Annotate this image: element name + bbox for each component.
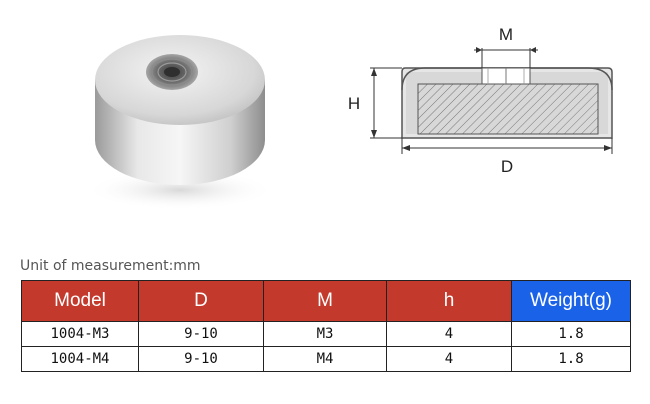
- cell-m: M4: [263, 346, 387, 372]
- cell-d: 9-10: [138, 346, 264, 372]
- cell-model: 1004-M4: [21, 346, 139, 372]
- m-dimension-label: M: [499, 25, 513, 44]
- h-dimension-label: H: [348, 94, 360, 113]
- cross-section-drawing: M H D: [330, 20, 640, 195]
- cell-model: 1004-M3: [21, 321, 139, 347]
- cell-h: 4: [386, 346, 512, 372]
- header-m: M: [263, 280, 387, 322]
- header-model: Model: [21, 280, 139, 322]
- spec-table: Model D M h Weight(g) 1004-M3 9-10 M3 4 …: [21, 280, 631, 372]
- table-header-row: Model D M h Weight(g): [21, 280, 631, 322]
- d-dimension-label: D: [501, 157, 513, 176]
- table-row: 1004-M4 9-10 M4 4 1.8: [21, 346, 631, 372]
- cell-m: M3: [263, 321, 387, 347]
- cell-weight: 1.8: [511, 346, 631, 372]
- cell-weight: 1.8: [511, 321, 631, 347]
- cell-h: 4: [386, 321, 512, 347]
- table-row: 1004-M3 9-10 M3 4 1.8: [21, 321, 631, 347]
- header-h: h: [386, 280, 512, 322]
- cell-d: 9-10: [138, 321, 264, 347]
- product-photo: [60, 20, 290, 220]
- unit-note: Unit of measurement:mm: [20, 258, 201, 274]
- header-d: D: [138, 280, 264, 322]
- header-weight: Weight(g): [511, 280, 631, 322]
